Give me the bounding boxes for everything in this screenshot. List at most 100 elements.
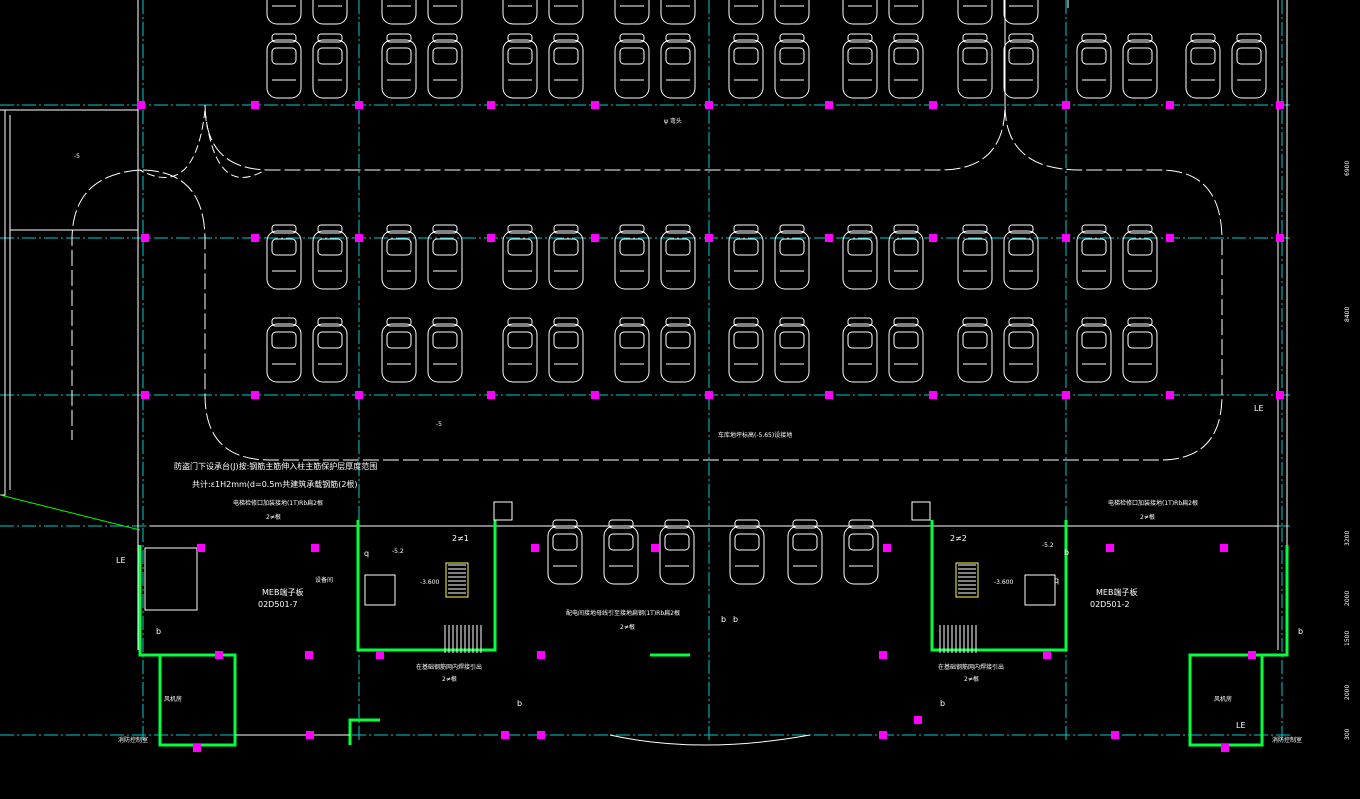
column [1220,544,1228,552]
equip-box-right [1024,574,1056,606]
car-body [774,323,810,383]
column [1276,101,1284,109]
column [1043,651,1051,659]
vent-right [911,501,931,521]
car-bumper [271,317,297,327]
equip-box-left [364,574,396,606]
car-bumper [893,33,919,43]
car-body [1003,230,1039,290]
column [1221,744,1229,752]
car-stall [660,33,696,99]
car-stall [957,0,993,25]
car-stall [427,317,463,383]
car-windshield [608,533,634,551]
car-bumper [317,224,343,234]
car-body [548,0,584,25]
meb-left-code: 02D501-7 [258,600,298,609]
car-stall [842,33,878,99]
column [705,101,713,109]
dim-right-4: 2000 [1344,590,1351,606]
car-windshield [552,533,578,551]
room-left-top: 设备间 [315,577,334,584]
column [306,731,314,739]
car-body [266,0,302,25]
car-windshield [271,238,297,256]
column [651,544,659,552]
column [141,234,149,242]
car-stall [502,224,538,290]
column [355,101,363,109]
b-label-2: b [517,699,523,708]
car-stall [660,0,696,25]
car-windshield [1081,331,1107,349]
aisle-outline [139,104,1223,461]
car-stall [614,224,650,290]
column [929,234,937,242]
car-body [1003,0,1039,25]
car-stall [614,0,650,25]
car-bumper [962,33,988,43]
wall-linework [0,0,1289,747]
meb-left-label: MEB端子板 [262,588,304,597]
car-windshield [779,331,805,349]
note-mid-left-sub: 2≠根 [266,514,281,521]
car-stall [728,224,764,290]
car-bumper [1190,33,1216,43]
car-stall [1003,33,1039,99]
car-bumper [507,317,533,327]
car-stall [614,317,650,383]
car-body [266,39,302,99]
bottom-right-note: 在基础钢筋网内焊接引出 [938,664,1005,671]
car-bumper [847,33,873,43]
car-stall [842,0,878,25]
column [591,101,599,109]
car-body [888,323,924,383]
car-body [660,0,696,25]
column [883,544,891,552]
column [879,651,887,659]
car-body [729,525,765,585]
car-windshield [507,238,533,256]
car-body [957,0,993,25]
car-stall [381,33,417,99]
car-body [1122,230,1158,290]
car-body [660,323,696,383]
car-bumper [432,317,458,327]
car-bumper [1081,33,1107,43]
car-body [842,39,878,99]
car-stall [728,0,764,25]
car-body [774,39,810,99]
car-body [1076,230,1112,290]
car-bumper [665,33,691,43]
car-body [427,0,463,25]
car-bumper [619,224,645,234]
car-stall [728,33,764,99]
column [705,391,713,399]
note-left-2: 共计:ε1H2mm(d=0.5m共建筑承载钢筋(2根) [192,480,358,489]
car-stall [659,519,695,585]
column [501,731,509,739]
car-windshield [507,47,533,65]
car-stall [1076,224,1112,290]
car-stall [660,317,696,383]
car-stall [774,33,810,99]
car-stall [266,0,302,25]
column [705,234,713,242]
column [929,101,937,109]
car-windshield [553,238,579,256]
car-stall [1122,224,1158,290]
car-windshield [386,238,412,256]
car-bumper [553,317,579,327]
car-bumper [962,317,988,327]
car-stall [614,33,650,99]
column [825,234,833,242]
car-bumper [1127,317,1153,327]
car-bumper [1008,33,1034,43]
meb-right-label: MEB端子板 [1096,588,1138,597]
car-windshield [1081,238,1107,256]
axis-grid [0,0,1290,740]
car-body [728,0,764,25]
car-bumper [893,317,919,327]
b-label-4: b [733,615,739,624]
